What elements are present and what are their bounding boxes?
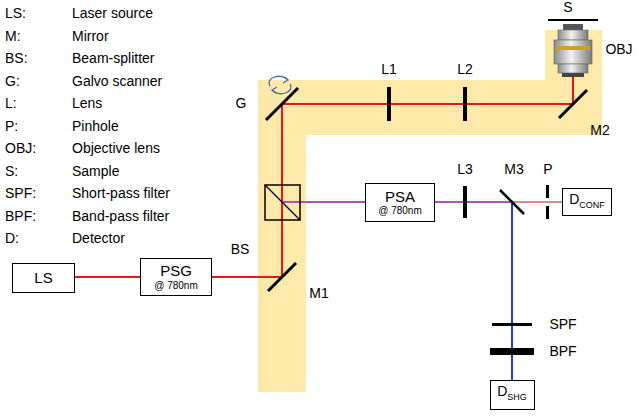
key-abbreviation: L:	[5, 96, 17, 111]
key-description: Galvo scanner	[72, 74, 162, 89]
band-pass-filter	[490, 348, 534, 355]
objective-lens	[554, 24, 592, 77]
component-label: L1	[381, 62, 397, 77]
key-description: Detector	[72, 231, 125, 246]
beam-segment	[75, 276, 140, 278]
dichroic-mirror-m3	[500, 190, 524, 214]
key-description: Laser source	[72, 6, 153, 21]
key-description: Lens	[72, 96, 102, 111]
component-label: OBJ	[605, 42, 632, 57]
key-abbreviation: OBJ:	[5, 141, 36, 156]
component-label: M2	[590, 123, 609, 138]
component-label: SPF	[549, 317, 576, 332]
sample-slide	[548, 19, 598, 21]
component-name: D	[497, 384, 507, 399]
detector-box: DSHG	[490, 380, 535, 410]
wavelength-note: @ 780nm	[378, 205, 422, 216]
mirror-m1	[268, 263, 296, 291]
component-label: P	[543, 162, 552, 177]
mirror-m2	[559, 90, 587, 118]
beam-path	[212, 202, 365, 277]
component-label: L3	[457, 162, 473, 177]
key-abbreviation: S:	[5, 164, 18, 179]
component-box: PSA@ 780nm	[365, 183, 435, 222]
key-abbreviation: BS:	[5, 51, 28, 66]
component-box: LS	[12, 263, 75, 293]
key-description: Band-pass filter	[72, 209, 169, 224]
key-description: Mirror	[72, 29, 109, 44]
key-description: Beam-splitter	[72, 51, 154, 66]
component-label: M3	[504, 162, 523, 177]
beam-segment	[512, 201, 562, 202]
component-label: L2	[457, 62, 473, 77]
component-label: S	[563, 0, 572, 15]
key-description: Pinhole	[72, 119, 119, 134]
key-abbreviation: G:	[5, 74, 20, 89]
wavelength-note: @ 780nm	[154, 280, 198, 291]
rotation-arrows	[269, 76, 291, 93]
beam-splitter	[265, 185, 300, 220]
highlight-band	[545, 30, 602, 135]
component-name: D	[569, 192, 579, 207]
component-label: M1	[309, 286, 328, 301]
subscript: SHG	[507, 393, 527, 403]
component-label: BS	[231, 242, 250, 257]
key-abbreviation: LS:	[5, 6, 26, 21]
key-abbreviation: SPF:	[5, 186, 36, 201]
beam-path	[75, 277, 140, 278]
component-label: BPF	[549, 344, 576, 359]
beam-segment	[212, 202, 282, 277]
component-name: PSA	[385, 189, 415, 206]
key-description: Sample	[72, 164, 119, 179]
key-description: Short-pass filter	[72, 186, 170, 201]
component-label: G	[236, 96, 247, 111]
key-abbreviation: M:	[5, 29, 21, 44]
lens-l2	[463, 87, 467, 121]
detector-box: DCONF	[562, 188, 612, 216]
beam-segment	[435, 201, 512, 203]
key-abbreviation: D:	[5, 231, 19, 246]
component-box: PSG@ 780nm	[140, 258, 212, 296]
beam-segment	[435, 201, 512, 203]
pinhole	[546, 185, 549, 219]
key-abbreviation: P:	[5, 119, 18, 134]
galvo-mirror	[266, 88, 298, 120]
short-pass-filter	[492, 323, 532, 326]
key-description: Objective lens	[72, 141, 160, 156]
key-abbreviation: BPF:	[5, 209, 36, 224]
beam-segment	[282, 201, 365, 203]
beam-path	[435, 202, 562, 203]
lens-l3	[463, 186, 467, 218]
lens-l1	[387, 87, 391, 121]
component-name: LS	[34, 270, 52, 287]
component-name: PSG	[160, 263, 192, 280]
subscript: CONF	[579, 201, 605, 211]
